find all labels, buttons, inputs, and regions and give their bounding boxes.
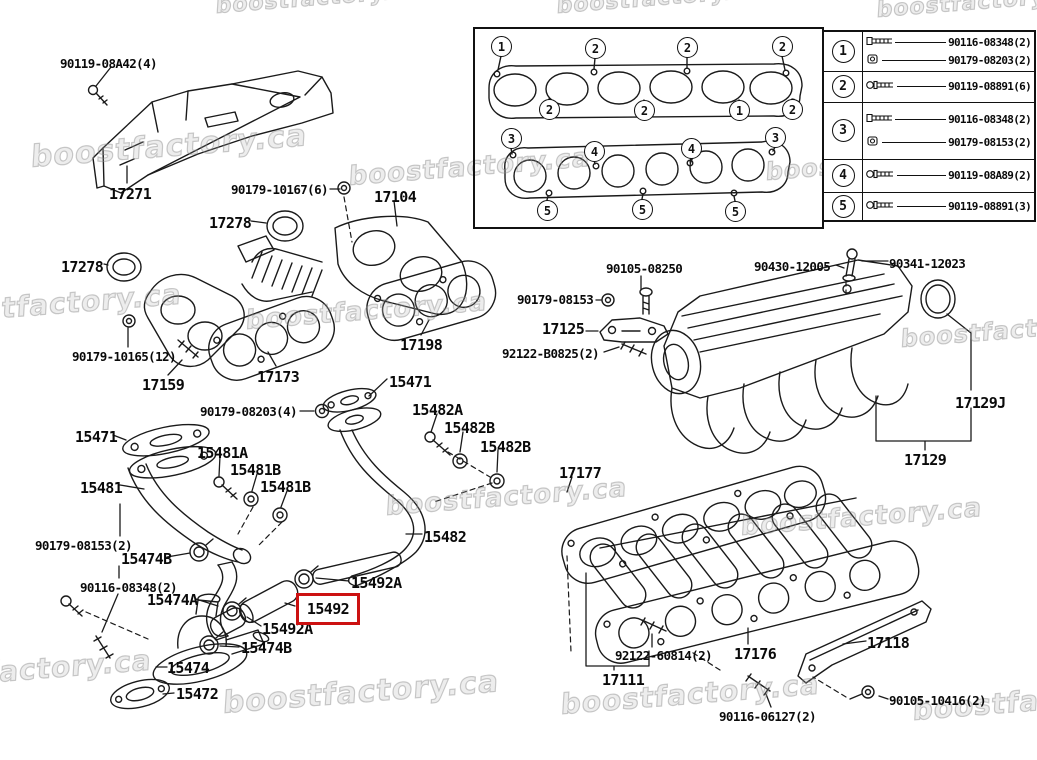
fastener-row-number-cell: 5	[824, 192, 863, 220]
stud-17159	[177, 339, 199, 359]
nut-icon	[601, 293, 615, 307]
fastener-part-number: 90119-08891(3)	[948, 199, 1032, 213]
oring-17129J	[920, 279, 956, 319]
fastener-row-1: 1 90116-08348(2) 90179-08203(2)	[824, 32, 1034, 72]
bolt-icon	[639, 287, 653, 315]
fastener-row-number-cell: 3	[824, 102, 863, 160]
fastener-item: 90179-08153(2)	[866, 135, 1032, 150]
fastener-row-2: 2 90119-08891(6)	[824, 71, 1034, 102]
fastener-row-3: 3 90116-08348(2) 90179-08153(2)	[824, 101, 1034, 160]
bolt-icon	[60, 595, 84, 617]
gasket-17177	[561, 465, 827, 584]
nut-icon	[866, 53, 880, 68]
air-pipe-15482	[339, 429, 426, 587]
fastener-row-number-cell: 1	[824, 32, 863, 72]
gasket-15472	[110, 678, 170, 710]
washer-icon	[272, 507, 288, 523]
fastener-item: 90179-08203(2)	[866, 53, 1032, 68]
fastener-items: 90119-08A89(2)	[863, 160, 1034, 191]
intake-manifold-17129	[650, 259, 913, 454]
bolt-icon	[424, 431, 451, 456]
fastener-row-5: 5 90119-08891(3)	[824, 191, 1034, 220]
bolt-washer-icon	[866, 79, 895, 94]
hose-15492	[238, 580, 299, 624]
washer-icon	[243, 491, 259, 507]
fastener-part-number: 90179-08203(2)	[948, 53, 1032, 67]
air-pipe-15481	[127, 463, 252, 565]
callout-number: 5	[831, 194, 855, 218]
bolt-washer-icon	[866, 168, 895, 183]
gasket-panel-art	[488, 55, 803, 202]
gasket-17173	[208, 295, 335, 381]
fitting-90341	[842, 248, 858, 282]
fastener-row-4: 4 90119-08A89(2)	[824, 159, 1034, 192]
gasket-15471-right	[322, 387, 382, 433]
fastener-legend-table: 1 90116-08348(2) 90179-08203(2) 2 90119-0889…	[822, 30, 1036, 222]
heat-shield-17271	[92, 70, 334, 194]
fastener-items: 90116-08348(2) 90179-08153(2)	[863, 103, 1034, 160]
fastener-item: 90116-08348(2)	[866, 35, 1032, 50]
fastener-item: 90119-08891(3)	[866, 199, 1032, 214]
lower-intake-17111	[589, 493, 873, 609]
leader-line	[895, 118, 947, 120]
stud-icon	[620, 341, 647, 357]
leader-line	[895, 42, 947, 44]
fastener-part-number: 90119-08891(6)	[948, 80, 1032, 94]
fastener-items: 90119-08891(6)	[863, 72, 1034, 101]
stud-icon	[93, 635, 114, 659]
fastener-item: 90119-08891(6)	[866, 79, 1032, 94]
fastener-part-number: 90116-08348(2)	[948, 36, 1032, 50]
bolt-icon	[849, 685, 875, 700]
leader-line	[882, 142, 947, 144]
highlighted-part-box[interactable]: 15492	[296, 593, 360, 625]
bolt-icon	[213, 476, 238, 500]
hose-clamp-icon	[189, 538, 214, 562]
leader-line	[897, 205, 947, 207]
stay-17125	[599, 317, 669, 343]
leader-line	[897, 175, 947, 177]
bolt-icon	[866, 35, 893, 50]
bolt-icon	[866, 112, 893, 127]
washer-icon	[489, 473, 505, 489]
fastener-row-number-cell: 2	[824, 72, 863, 102]
nut-icon	[122, 314, 136, 328]
oring-17278-upper	[266, 210, 304, 242]
leader-lines	[95, 66, 972, 708]
fastener-item: 90119-08A89(2)	[866, 168, 1032, 183]
bolt-icon	[87, 84, 108, 106]
callout-number: 3	[831, 119, 855, 143]
air-valve-15474	[152, 593, 270, 685]
stud-icon	[745, 673, 771, 696]
fastener-items: 90119-08891(3)	[863, 193, 1034, 220]
callout-number: 2	[831, 75, 855, 99]
dashed-construction-lines	[85, 196, 847, 698]
gasket-17198	[366, 260, 497, 342]
leader-line	[882, 59, 947, 61]
gasket-17176	[594, 540, 920, 664]
bolt-washer-icon	[866, 199, 895, 214]
fastener-part-number: 90116-08348(2)	[948, 112, 1032, 126]
fastener-items: 90116-08348(2) 90179-08203(2)	[863, 32, 1034, 71]
leader-line	[897, 86, 947, 88]
highlighted-part-number: 15492	[306, 600, 350, 618]
nut-icon	[337, 181, 351, 195]
fastener-item: 90116-08348(2)	[866, 112, 1032, 127]
callout-number: 4	[831, 164, 855, 188]
gasket-90430	[842, 284, 852, 294]
callout-number: 1	[831, 40, 855, 64]
fastener-row-number-cell: 4	[824, 160, 863, 192]
hose-clamp-icon	[294, 565, 319, 589]
fastener-part-number: 90179-08153(2)	[948, 136, 1032, 150]
stud-icon	[640, 617, 667, 634]
tube-15492A	[312, 551, 402, 585]
fastener-part-number: 90119-08A89(2)	[948, 169, 1032, 183]
nut-icon	[866, 135, 880, 150]
hose-15492A	[209, 607, 247, 637]
bracket-17118	[797, 600, 932, 684]
oring-17278-left	[106, 252, 142, 282]
hose-clamp-icon	[199, 631, 224, 655]
gasket-15471-left	[122, 423, 217, 479]
washer-icon	[452, 453, 468, 469]
